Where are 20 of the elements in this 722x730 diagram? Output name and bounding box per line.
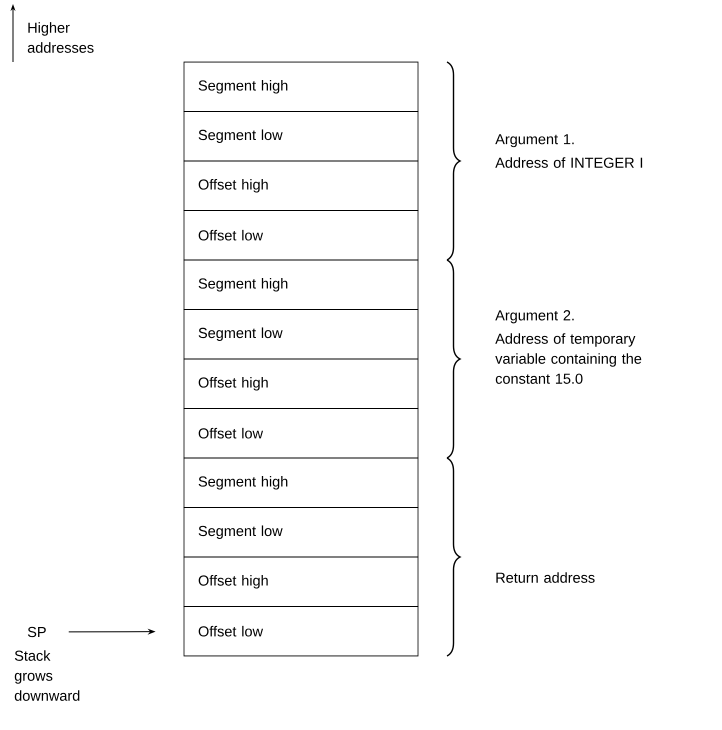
stack-cell: Segment high [184, 458, 418, 508]
text-label: Stack grows downward [14, 650, 80, 701]
stack-cell: Offset high [184, 160, 418, 211]
text-label: Address of temporary variable containing the constant 15.0 [495, 333, 642, 384]
stack-cell: Segment low [184, 111, 418, 162]
stack-cell: Segment high [184, 62, 418, 112]
text-label: Argument 1. [495, 134, 574, 148]
text-label: Address of INTEGER I [495, 157, 642, 168]
stack-cell: Segment low [184, 309, 418, 360]
stack-cell: Offset high [184, 358, 418, 409]
stack-cell: Offset low [184, 408, 418, 458]
stack-cell: Offset low [184, 210, 418, 260]
stack-cell: Segment low [184, 507, 418, 558]
stack-cell: Offset high [184, 556, 418, 607]
pointer-label: SP [28, 626, 46, 638]
text-label: Return address [496, 572, 595, 583]
text-label: Argument 2. [495, 310, 574, 324]
stack-cell: Offset low [184, 606, 418, 656]
text-label: Higher addresses [28, 22, 94, 53]
stack-cell: Segment high [184, 260, 418, 310]
